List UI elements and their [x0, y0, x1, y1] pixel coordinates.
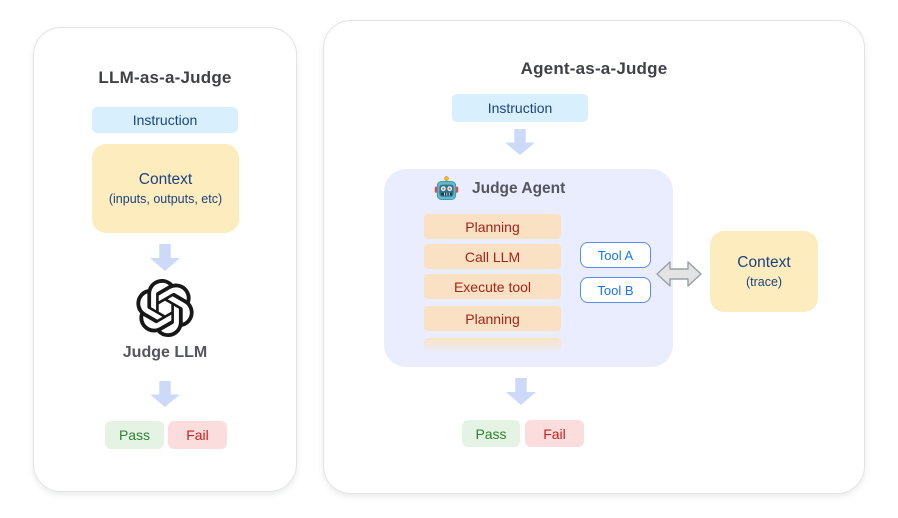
- pass-badge: Pass: [105, 421, 164, 449]
- instruction-box: Instruction: [92, 107, 238, 133]
- fail-badge: Fail: [525, 420, 584, 447]
- down-arrow-icon: [150, 381, 180, 407]
- judge-agent-title: Judge Agent: [472, 180, 566, 197]
- agent-step-execute-tool: Execute tool: [424, 274, 561, 299]
- pass-badge: Pass: [462, 420, 520, 447]
- context-subtitle: (inputs, outputs, etc): [108, 192, 223, 206]
- judge-llm-label: Judge LLM: [122, 344, 208, 361]
- context-box: Context (inputs, outputs, etc): [92, 144, 239, 233]
- instruction-box: Instruction: [452, 94, 588, 122]
- fail-badge: Fail: [168, 421, 227, 449]
- judge-agent-container: Judge Agent Planning Call LLM Execute to…: [384, 169, 673, 367]
- double-headed-arrow-icon: [656, 261, 702, 287]
- panel-title: LLM-as-a-Judge: [98, 68, 232, 87]
- context-trace-box: Context (trace): [710, 231, 818, 312]
- tool-a-box: Tool A: [580, 242, 651, 268]
- tool-b-box: Tool B: [580, 277, 651, 303]
- openai-logo-icon: [136, 279, 194, 337]
- panel-title: Agent-as-a-Judge: [520, 59, 668, 78]
- context-title: Context: [138, 171, 193, 188]
- agent-as-a-judge-panel: Agent-as-a-Judge Instruction Judge Ag: [323, 20, 865, 494]
- agent-step-call-llm: Call LLM: [424, 244, 561, 269]
- context-title: Context: [737, 254, 791, 271]
- llm-as-a-judge-panel: LLM-as-a-Judge Instruction Context (inpu…: [33, 27, 297, 492]
- down-arrow-icon: [506, 378, 536, 405]
- down-arrow-icon: [150, 244, 180, 271]
- agent-step-planning: Planning: [424, 214, 561, 239]
- robot-icon: [434, 176, 459, 201]
- agent-step-planning-2: Planning: [424, 306, 561, 331]
- agent-step-more-faded: [424, 338, 561, 353]
- context-subtitle: (trace): [745, 275, 783, 289]
- down-arrow-icon: [505, 129, 535, 155]
